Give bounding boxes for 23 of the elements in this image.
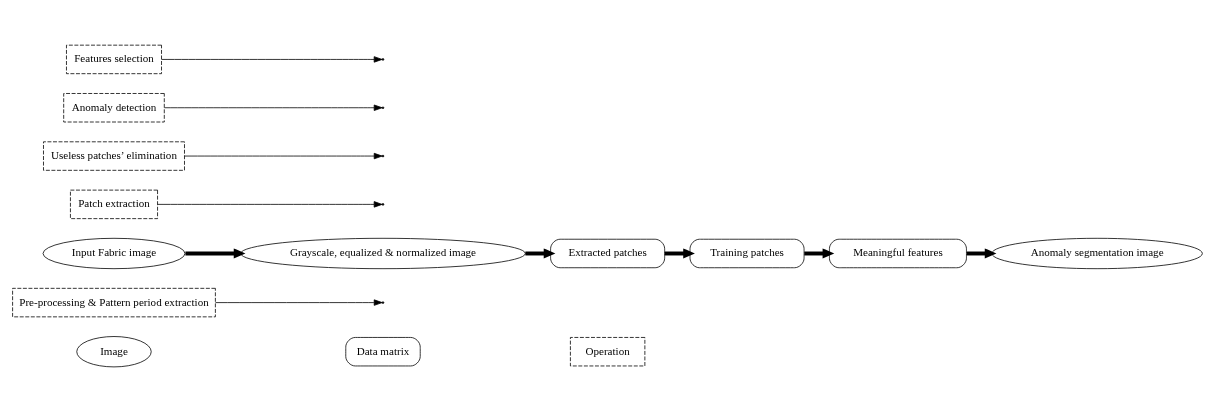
node-box: Anomaly detection xyxy=(63,93,165,123)
node-ellipse: Grayscale, equalized & normalized image xyxy=(240,237,526,270)
arrow xyxy=(161,56,383,63)
node-box: Training patches xyxy=(689,238,805,269)
node-box: Useless patches’ elimination xyxy=(43,141,185,171)
legend-label: Data matrix xyxy=(356,344,410,357)
arrow xyxy=(966,248,997,259)
node-box: Features selection xyxy=(66,44,162,75)
legend-label: Image xyxy=(100,344,128,357)
arrow xyxy=(215,299,383,306)
node-box: Extracted patches xyxy=(550,238,666,269)
legend-label: Operation xyxy=(585,344,630,357)
node-box: Meaningful features xyxy=(829,238,967,269)
arrow xyxy=(164,104,383,111)
node-ellipse: Anomaly segmentation image xyxy=(991,237,1203,270)
arrow xyxy=(664,248,695,259)
node-box: Patch extraction xyxy=(70,189,158,220)
arrow xyxy=(804,248,835,259)
node-ellipse: Input Fabric image xyxy=(42,237,186,270)
node-box: Pre-processing & Pattern period extraction xyxy=(12,287,216,318)
arrow xyxy=(525,248,556,259)
arrow xyxy=(185,248,246,259)
arrow xyxy=(157,201,383,208)
